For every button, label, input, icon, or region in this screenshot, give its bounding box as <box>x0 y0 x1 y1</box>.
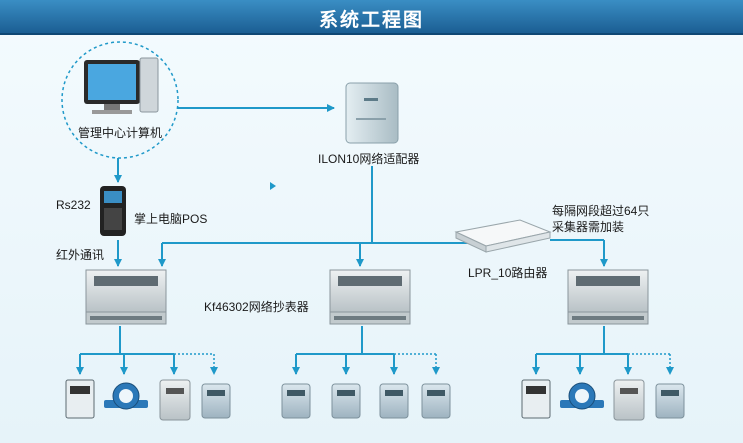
smart-meter-3 <box>655 383 685 419</box>
smart-meter-1 <box>201 383 231 419</box>
diagram-title: 系统工程图 <box>318 10 424 31</box>
electric-meter-3 <box>521 379 551 419</box>
meter-reader-2 <box>329 269 411 325</box>
smart-meter-2b <box>331 383 361 419</box>
pc-dotted-circle <box>61 41 179 159</box>
pos-terminal-device <box>100 186 126 236</box>
title-bar: 系统工程图 <box>0 0 743 35</box>
note-line-2: 采集器需加装 <box>552 220 625 234</box>
small-pointer-icon <box>270 182 276 190</box>
gas-meter-1 <box>159 379 191 421</box>
meter-reader-label: Kf46302网络抄表器 <box>204 300 309 314</box>
electric-meter-1 <box>65 379 95 419</box>
smart-meter-2d <box>421 383 451 419</box>
pc-label: 管理中心计算机 <box>78 126 163 140</box>
gas-meter-3 <box>613 379 645 421</box>
pos-label: 掌上电脑POS <box>134 212 208 226</box>
meter-reader-1 <box>85 269 167 325</box>
smart-meter-2a <box>281 383 311 419</box>
computer-icon <box>84 57 159 114</box>
water-meter-3 <box>560 382 604 410</box>
smart-meter-2c <box>379 383 409 419</box>
router-label: LPR_10路由器 <box>468 266 548 280</box>
note-line-1: 每隔网段超过64只 <box>552 204 650 218</box>
meter-group-2-wires <box>292 326 440 375</box>
ir-label: 红外通讯 <box>56 248 105 262</box>
meter-group-1-wires <box>76 326 218 375</box>
pc-node <box>61 41 179 159</box>
rs232-label: Rs232 <box>56 198 91 212</box>
meter-group-3-wires <box>532 326 674 375</box>
meter-reader-3 <box>567 269 649 325</box>
router-device <box>454 219 552 253</box>
water-meter-1 <box>104 382 148 410</box>
adapter-label: ILON10网络适配器 <box>318 152 420 166</box>
network-adapter-device <box>345 82 399 144</box>
